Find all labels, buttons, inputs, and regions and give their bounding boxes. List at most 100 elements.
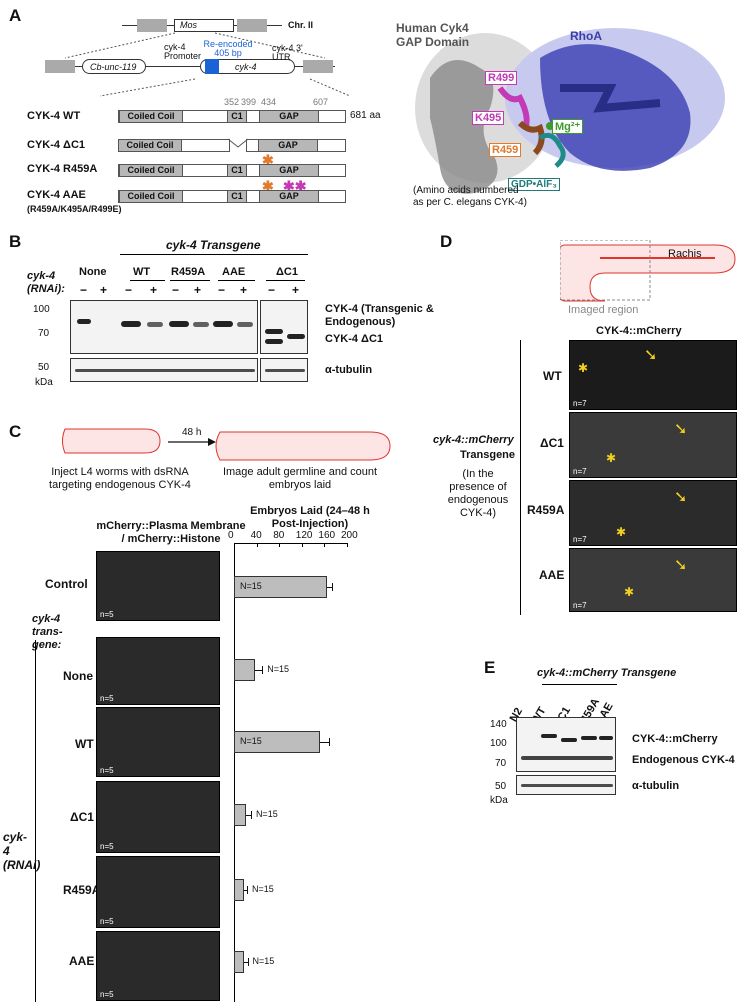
x-tick-label: 80: [273, 530, 285, 541]
label-transgenic: CYK-4 (Transgenic & Endogenous): [325, 303, 434, 328]
group-aae: AAE: [222, 266, 246, 278]
panel-d-letter: D: [440, 232, 453, 251]
asterisk-icon: ✱: [578, 361, 589, 375]
cb-unc-label: Cb-unc-119: [90, 62, 137, 72]
row-label-dc1: ΔC1: [70, 810, 94, 824]
asterisk-icon: ✱: [606, 451, 617, 465]
error-cap: [332, 583, 334, 591]
x-tick: [324, 543, 326, 547]
panel-e-letter: E: [484, 658, 496, 677]
cyk4-gene-label: cyk-4: [235, 62, 257, 72]
error-cap: [328, 738, 330, 746]
group-underline: [218, 280, 255, 281]
promoter-label: cyk-4 Promoter: [164, 42, 202, 61]
d-row-aae: AAE: [539, 568, 565, 582]
micro-title: mCherry::Plasma Membrane / mCherry::Hist…: [96, 520, 246, 545]
error-bar: [326, 587, 333, 588]
construct-r459a-bar: Coiled Coil C1 GAP: [118, 164, 346, 177]
group-underline: [170, 280, 210, 281]
rnai-sign: −: [172, 283, 180, 297]
label-dc1: CYK-4 ΔC1: [325, 333, 384, 345]
mw-100: 100: [33, 304, 50, 315]
time-label: 48 h: [182, 427, 202, 438]
x-tick: [301, 543, 303, 547]
rnai-sign: +: [150, 283, 158, 297]
construct-wt-label: CYK-4 WT: [27, 110, 81, 122]
micro-none: n=5: [96, 637, 220, 705]
bar: [234, 951, 245, 973]
panel-c-letter: C: [9, 422, 22, 441]
construct-r459a-label: CYK-4 R459A: [27, 163, 98, 175]
construct-aae-sub: (R459A/K495A/R499E): [27, 204, 122, 214]
blot-e-tubulin: [516, 775, 616, 795]
error-cap: [247, 958, 249, 966]
coiled-coil: Coiled Coil: [119, 110, 183, 123]
bar: [234, 576, 327, 598]
construct-dc1-bar: Coiled Coil GAP: [118, 138, 346, 152]
micro-dc1: n=5: [96, 781, 220, 853]
mutation-star-icon: ✱: [262, 152, 274, 168]
e-bracket: [542, 684, 617, 685]
pos-607: 607: [313, 97, 329, 107]
c1-domain: C1: [227, 110, 247, 123]
e-mw-100: 100: [490, 738, 507, 749]
e-label-endo: Endogenous CYK-4: [632, 754, 735, 766]
e-label-tubulin: α-tubulin: [632, 780, 680, 792]
group-dc1: ΔC1: [276, 266, 298, 278]
coiled-coil: Coiled Coil: [119, 164, 183, 177]
d-bracket: [520, 340, 521, 615]
mw-70: 70: [38, 328, 50, 339]
label-tubulin: α-tubulin: [325, 364, 373, 376]
group-underline: [266, 280, 305, 281]
gdp-label: GDP•AlF₃: [508, 178, 560, 191]
error-bar: [255, 670, 263, 671]
micro-d-dc1: ➘ ✱ n=7: [569, 412, 737, 478]
asterisk-icon: ✱: [616, 525, 627, 539]
c1-domain: C1: [227, 164, 247, 177]
inject-label: Inject L4 worms with dsRNA targeting end…: [49, 466, 191, 491]
pos-352: 352: [224, 97, 240, 107]
group-wt: WT: [133, 266, 151, 278]
construct-aae-label: CYK-4 AAE: [27, 189, 86, 201]
gap-domain: GAP: [259, 164, 319, 177]
chr-label: Chr. II: [288, 20, 314, 30]
zoom-lines: [64, 32, 326, 59]
construct-wt-bar: Coiled Coil C1 GAP: [118, 110, 346, 123]
r459-label: R459: [489, 143, 522, 157]
micro-d-aae: ➘ ✱ n=7: [569, 548, 737, 612]
mos-label: Mos: [180, 20, 198, 30]
blot-e-main: [516, 717, 616, 772]
mutation-star-icon: ✱: [262, 178, 274, 194]
bar: [234, 879, 245, 901]
bar: [234, 731, 320, 753]
group-underline: [130, 280, 165, 281]
micro-wt: n=5: [96, 707, 220, 777]
rnai-sign: +: [194, 283, 202, 297]
coiled-coil: Coiled Coil: [119, 190, 183, 203]
k495-label: K495: [472, 111, 505, 125]
panel-d-title: CYK-4::mCherry: [596, 325, 682, 337]
structure-title-1: Human Cyk4: [396, 21, 469, 35]
error-bar: [246, 815, 251, 816]
blot-b-dc1: [260, 300, 308, 354]
x-tick: [256, 543, 258, 547]
blot-b-tubulin-dc1: [260, 358, 308, 382]
bar: [234, 804, 247, 826]
row-label-aae: AAE: [69, 954, 95, 968]
panel-b-letter: B: [9, 232, 22, 251]
bar-label: N=15: [267, 664, 290, 674]
blot-b-main: [70, 300, 258, 354]
rachis-label: Rachis: [668, 248, 702, 260]
utr-label: cyk-4 3' UTR: [272, 43, 303, 62]
x-tick: [347, 543, 348, 547]
rnai-sign: +: [240, 283, 248, 297]
e-mw-140: 140: [490, 719, 507, 730]
group-none: None: [79, 266, 107, 278]
blot-b-tubulin: [70, 358, 258, 382]
image-label: Image adult germline and count embryos l…: [222, 466, 378, 491]
row-label-control: Control: [45, 577, 88, 591]
panel-b-title: cyk-4 Transgene: [166, 238, 261, 252]
group-bracket: [120, 254, 308, 255]
error-bar: [244, 890, 247, 891]
